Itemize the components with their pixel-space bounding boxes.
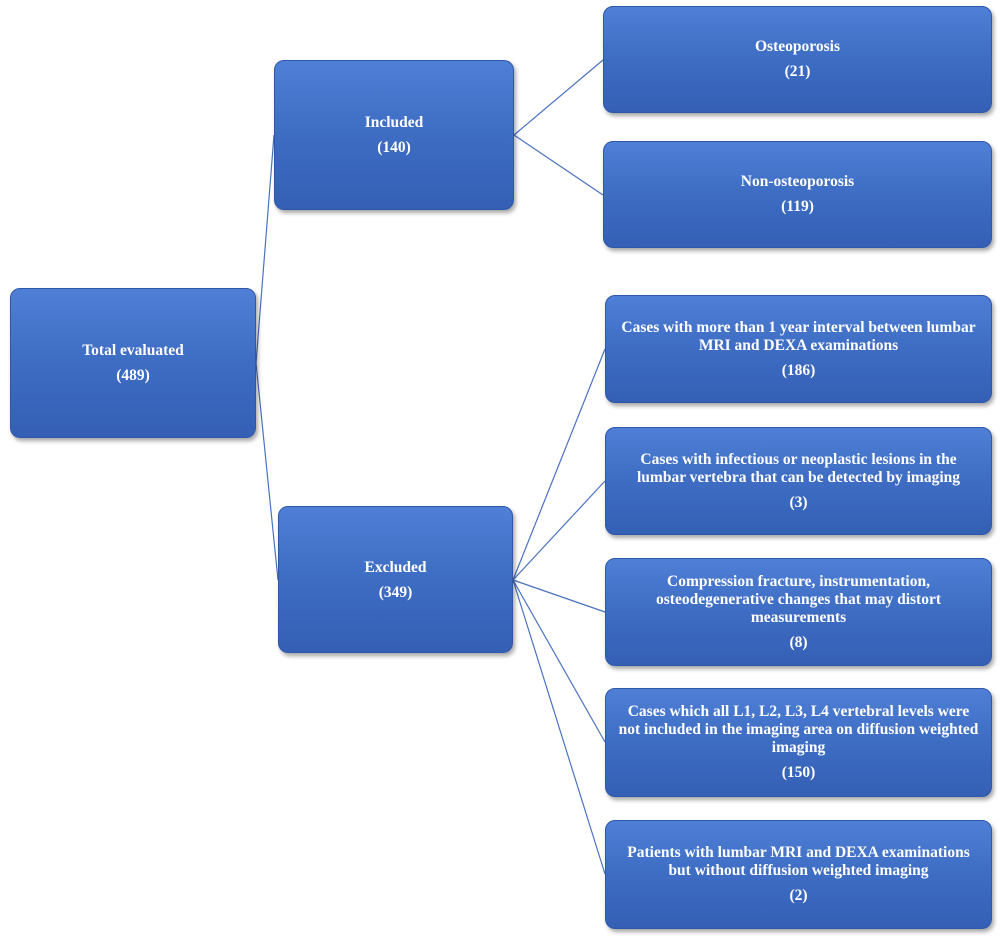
total-evaluated-count: (489) (116, 367, 150, 384)
exclusion-reason-box: Cases with infectious or neoplastic lesi… (605, 427, 992, 535)
excluded-count: (349) (378, 583, 413, 601)
exclusion-reason-count: (8) (789, 633, 808, 651)
exclusion-reason-count: (3) (789, 493, 808, 511)
connector-root-excluded (255, 362, 279, 581)
included-box: Included (140) (274, 60, 514, 210)
connector-excluded-reason-3 (512, 579, 606, 613)
excluded-box: Excluded (349) (278, 506, 513, 653)
included-label: Included (364, 114, 424, 131)
non-osteoporosis-count: (119) (781, 198, 814, 215)
excluded-label: Excluded (364, 558, 427, 576)
connector-excluded-reason-4 (512, 579, 606, 743)
exclusion-reason-count: (186) (781, 361, 816, 379)
connector-excluded-reason-1 (512, 348, 606, 581)
included-count: (140) (377, 139, 411, 156)
exclusion-reason-label: Patients with lumbar MRI and DEXA examin… (627, 844, 970, 879)
total-evaluated-box: Total evaluated (489) (10, 288, 256, 438)
osteoporosis-box: Osteoporosis (21) (603, 6, 992, 113)
exclusion-reason-label: Cases with more than 1 year interval bet… (621, 318, 976, 354)
exclusion-reason-box: Cases with more than 1 year interval bet… (605, 295, 992, 403)
total-evaluated-label: Total evaluated (82, 342, 184, 359)
non-osteoporosis-label: Non-osteoporosis (740, 173, 855, 190)
connector-included-osteoporosis (513, 59, 604, 136)
connector-included-non-osteoporosis (513, 134, 604, 196)
exclusion-reason-label: Cases with infectious or neoplastic lesi… (636, 450, 961, 486)
exclusion-reason-box: Patients with lumbar MRI and DEXA examin… (605, 820, 992, 929)
osteoporosis-count: (21) (784, 63, 811, 80)
connector-excluded-reason-2 (512, 480, 606, 581)
exclusion-reason-count: (2) (789, 887, 808, 904)
connector-root-included (255, 134, 275, 364)
exclusion-reason-label: Compression fracture, instrumentation, o… (656, 572, 941, 626)
exclusion-reason-label: Cases which all L1, L2, L3, L4 vertebral… (618, 703, 979, 756)
exclusion-reason-box: Cases which all L1, L2, L3, L4 vertebral… (605, 688, 992, 797)
exclusion-reason-box: Compression fracture, instrumentation, o… (605, 558, 992, 666)
non-osteoporosis-box: Non-osteoporosis (119) (603, 141, 992, 248)
connector-excluded-reason-5 (512, 579, 606, 875)
exclusion-reason-count: (150) (781, 764, 816, 781)
osteoporosis-label: Osteoporosis (755, 38, 840, 55)
